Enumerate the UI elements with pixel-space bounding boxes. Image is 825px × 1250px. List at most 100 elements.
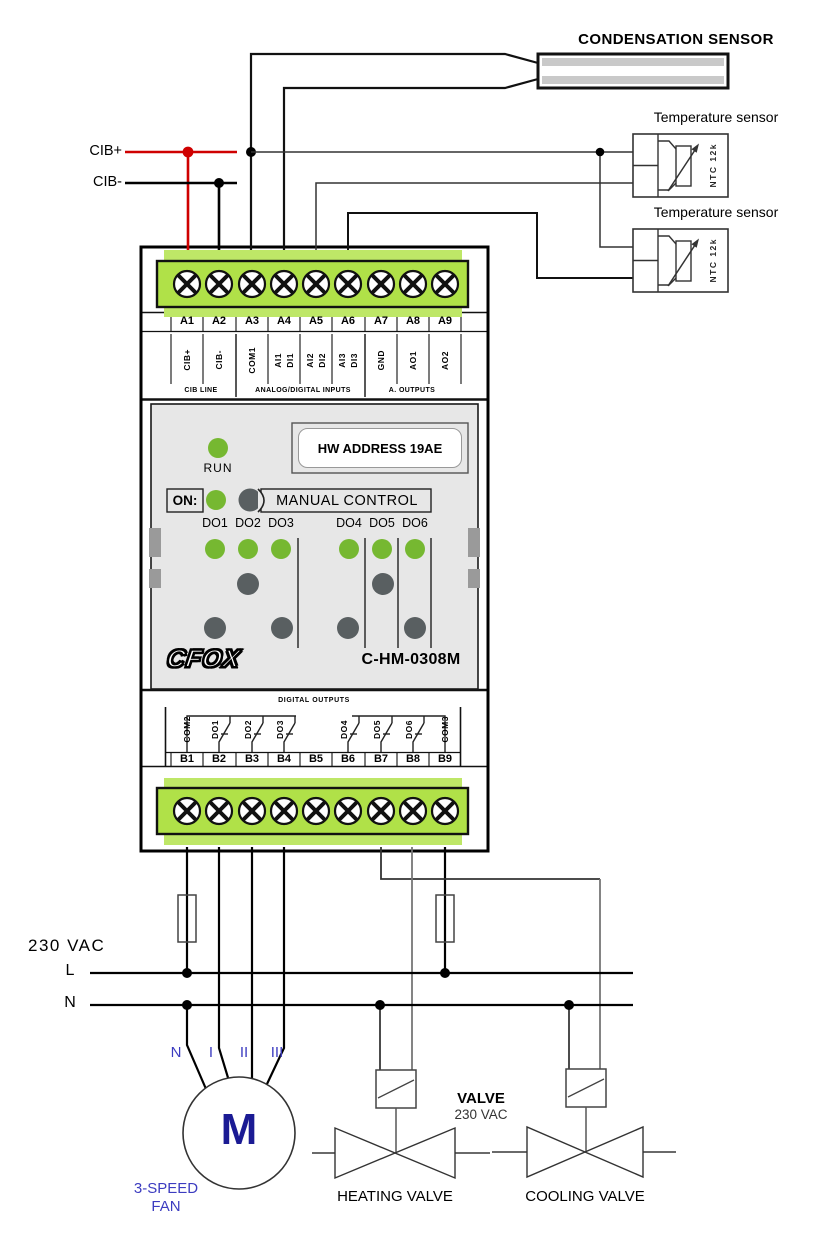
relay-contact-do2: [251, 716, 264, 752]
terminal-b6: B6: [340, 753, 356, 765]
model-label: C-HM-0308M: [361, 651, 461, 668]
sensor-wires: [246, 52, 633, 279]
temperature-sensor-2-symbol: [632, 228, 729, 293]
terminal-a2: A2: [211, 315, 227, 327]
temperature-sensor-1-type: NTC 12k: [708, 143, 718, 188]
do1-label: DO1: [202, 516, 228, 530]
cfox-logo: CFOX: [164, 644, 243, 674]
terminal-a7: A7: [373, 315, 389, 327]
signal-a1: CIB+: [182, 349, 192, 371]
line-label: L: [65, 962, 75, 979]
do4-led-icon: [339, 539, 359, 559]
signal-b6: DO4: [339, 719, 349, 739]
do2-label: DO2: [235, 516, 261, 530]
fuse-icon: [435, 894, 455, 943]
run-label: RUN: [203, 461, 233, 475]
relay-contact-do1: [218, 716, 231, 752]
cib-wires: [125, 146, 237, 262]
terminal-a5: A5: [308, 315, 324, 327]
top-terminal-strip: [155, 250, 470, 317]
terminal-a6: A6: [340, 315, 356, 327]
temperature-sensor-1-label: Temperature sensor: [653, 109, 779, 125]
terminal-b5: B5: [308, 753, 324, 765]
group-analog-outputs: A. OUTPUTS: [388, 387, 436, 394]
signal-b7: DO5: [372, 719, 382, 739]
valve-voltage: 230 VAC: [454, 1107, 508, 1122]
cooling-valve-symbol: [492, 1068, 676, 1179]
module-section-lines: [142, 311, 487, 768]
signal-b1: COM2: [182, 715, 192, 743]
heating-valve-label: HEATING VALVE: [337, 1188, 453, 1205]
din-clip-icon: [468, 528, 480, 557]
fan-lead-1: I: [208, 1044, 214, 1061]
signal-a3: COM1: [247, 346, 257, 374]
relay-contact-do3: [283, 716, 296, 752]
hw-address-label: HW ADDRESS 19AE: [317, 441, 443, 456]
valve-header: VALVE: [457, 1090, 505, 1107]
terminal-b3: B3: [244, 753, 260, 765]
do4-label: DO4: [336, 516, 362, 530]
group-analog-digital-inputs: ANALOG/DIGITAL INPUTS: [255, 387, 351, 394]
terminal-b4: B4: [276, 753, 292, 765]
relay-contact-do5: [380, 716, 393, 752]
terminal-b2: B2: [211, 753, 227, 765]
temperature-sensor-2-label: Temperature sensor: [653, 204, 779, 220]
signal-a9: AO2: [440, 350, 450, 370]
manual-control-label: MANUAL CONTROL: [276, 493, 418, 509]
temperature-sensor-1-symbol: [632, 133, 729, 198]
terminal-a1: A1: [179, 315, 195, 327]
terminal-a4: A4: [276, 315, 292, 327]
signal-b3: DO2: [243, 719, 253, 739]
signal-b9: COM3: [440, 715, 450, 743]
fuse-icon: [177, 894, 197, 943]
do3-button: [271, 617, 293, 639]
fan-caption-line2: FAN: [151, 1198, 181, 1215]
heating-valve-symbol: [312, 1069, 490, 1180]
cooling-valve-label: COOLING VALVE: [525, 1188, 645, 1205]
do1-led-icon: [205, 539, 225, 559]
do5-label: DO5: [369, 516, 395, 530]
group-cib-line: CIB LINE: [184, 387, 218, 394]
fan-lead-2: II: [239, 1044, 249, 1061]
signal-b4: DO3: [275, 719, 285, 739]
relay-contact-do4: [347, 716, 360, 752]
manual-control-button: [238, 488, 262, 512]
terminal-b9: B9: [437, 753, 453, 765]
condensation-sensor-symbol: [536, 52, 730, 90]
do6-button: [404, 617, 426, 639]
do5-led-icon: [372, 539, 392, 559]
temperature-sensor-2-type: NTC 12k: [708, 238, 718, 283]
signal-b2: DO1: [210, 719, 220, 739]
do2-led-icon: [238, 539, 258, 559]
signal-a8: AO1: [408, 350, 418, 370]
cib-minus-label: CIB-: [93, 174, 122, 190]
signal-b8: DO6: [404, 719, 414, 739]
on-led-icon: [206, 490, 226, 510]
motor-letter: M: [220, 1105, 258, 1154]
run-led-icon: [208, 438, 228, 458]
relay-contacts: [186, 715, 446, 752]
do2-button: [237, 573, 259, 595]
fan-caption-line1: 3-SPEED: [133, 1180, 199, 1197]
digital-outputs-header: DIGITAL OUTPUTS: [278, 697, 350, 704]
do3-label: DO3: [268, 516, 294, 530]
terminal-a8: A8: [405, 315, 421, 327]
terminal-b8: B8: [405, 753, 421, 765]
on-label: ON:: [172, 493, 198, 508]
do3-led-icon: [271, 539, 291, 559]
bottom-terminal-strip: [155, 778, 470, 845]
signal-a2: CIB-: [214, 350, 224, 370]
din-clip-icon: [468, 569, 480, 588]
do4-button: [337, 617, 359, 639]
module-face-panel: [149, 403, 480, 690]
terminal-a3: A3: [244, 315, 260, 327]
do5-button: [372, 573, 394, 595]
terminal-b7: B7: [373, 753, 389, 765]
terminal-a9: A9: [437, 315, 453, 327]
signal-a7: GND: [376, 349, 386, 371]
